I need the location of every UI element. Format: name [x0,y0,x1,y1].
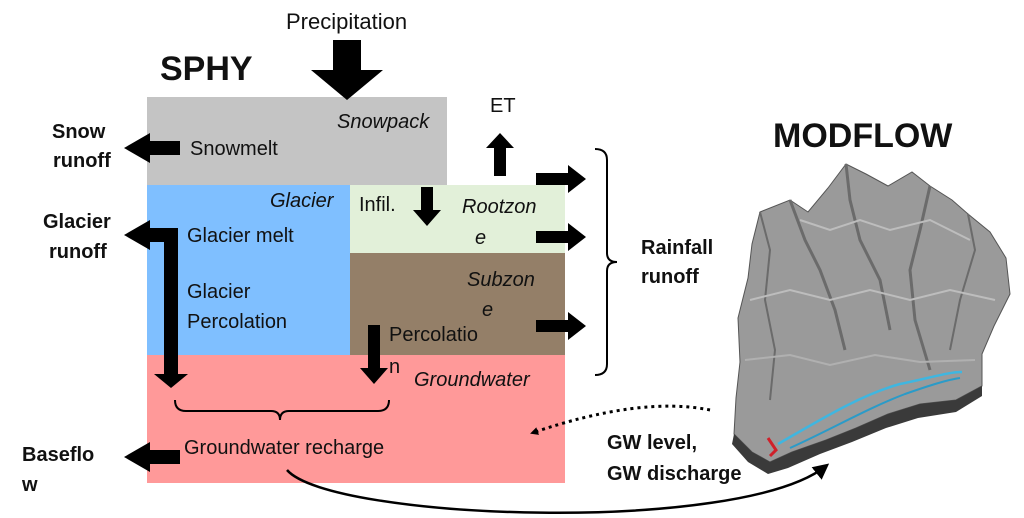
outlet-marker [766,437,778,458]
glacier-percolation-label-1: Glacier [187,281,251,303]
baseflow-label-2: w [22,474,38,496]
glacier-runoff-label-2: runoff [49,241,107,263]
snowpack-label: Snowpack [337,111,430,133]
modflow-title: MODFLOW [773,117,953,155]
recharge-to-modflow-arrow [286,463,830,514]
sphy-title: SPHY [160,50,253,88]
rainfall-runoff-label-2: runoff [641,266,699,288]
subzone-box [350,253,565,355]
rootzone-runoff-arrow-2 [536,223,586,251]
snowmelt-label: Snowmelt [190,138,278,160]
baseflow-label-1: Baseflo [22,444,95,466]
gw-feedback-arrow [530,404,711,435]
groundwater-label: Groundwater [414,369,530,391]
et-label: ET [490,95,516,117]
infiltration-label: Infil. [359,194,396,216]
snow-runoff-arrow [124,133,180,163]
snow-runoff-label-2: runoff [53,150,111,172]
gw-coupling-label-2: GW discharge [607,463,742,485]
snow-runoff-label-1: Snow [52,121,106,143]
glacier-runoff-arrow [124,220,178,374]
glacier-runoff-label-1: Glacier [43,211,111,233]
gw-recharge-label: Groundwater recharge [184,437,385,459]
rainfall-runoff-bracket [594,148,618,376]
percolation-label-2: n [389,356,401,378]
percolation-label-1: Percolatio [389,324,478,346]
modflow-terrain [732,163,1011,474]
glacier-percolation-arrow [154,374,188,388]
recharge-bracket [174,399,390,421]
glacier-melt-label: Glacier melt [187,225,294,247]
gw-coupling-label-1: GW level, [607,432,698,454]
river-line-2 [789,377,961,449]
groundwater-box [147,355,565,483]
glacier-percolation-label-2: Percolation [187,311,288,333]
rootzone-label-1: Rootzon [462,196,537,218]
rootzone-runoff-arrow-1 [536,165,586,193]
glacier-label: Glacier [270,190,334,212]
subzone-label-2: e [482,299,494,321]
precipitation-arrow [311,40,383,100]
infiltration-arrow [413,187,441,226]
baseflow-arrow [124,442,180,472]
rootzone-label-2: e [475,227,487,249]
subzone-label-1: Subzon [467,269,535,291]
snowpack-box [147,97,447,185]
glacier-box [147,185,350,355]
precipitation-label: Precipitation [286,9,408,34]
subzone-runoff-arrow [536,312,586,340]
percolation-arrow [360,325,388,384]
et-arrow [486,133,514,176]
rootzone-box [350,185,565,253]
rainfall-runoff-label-1: Rainfall [641,237,714,259]
river-line [777,370,963,446]
